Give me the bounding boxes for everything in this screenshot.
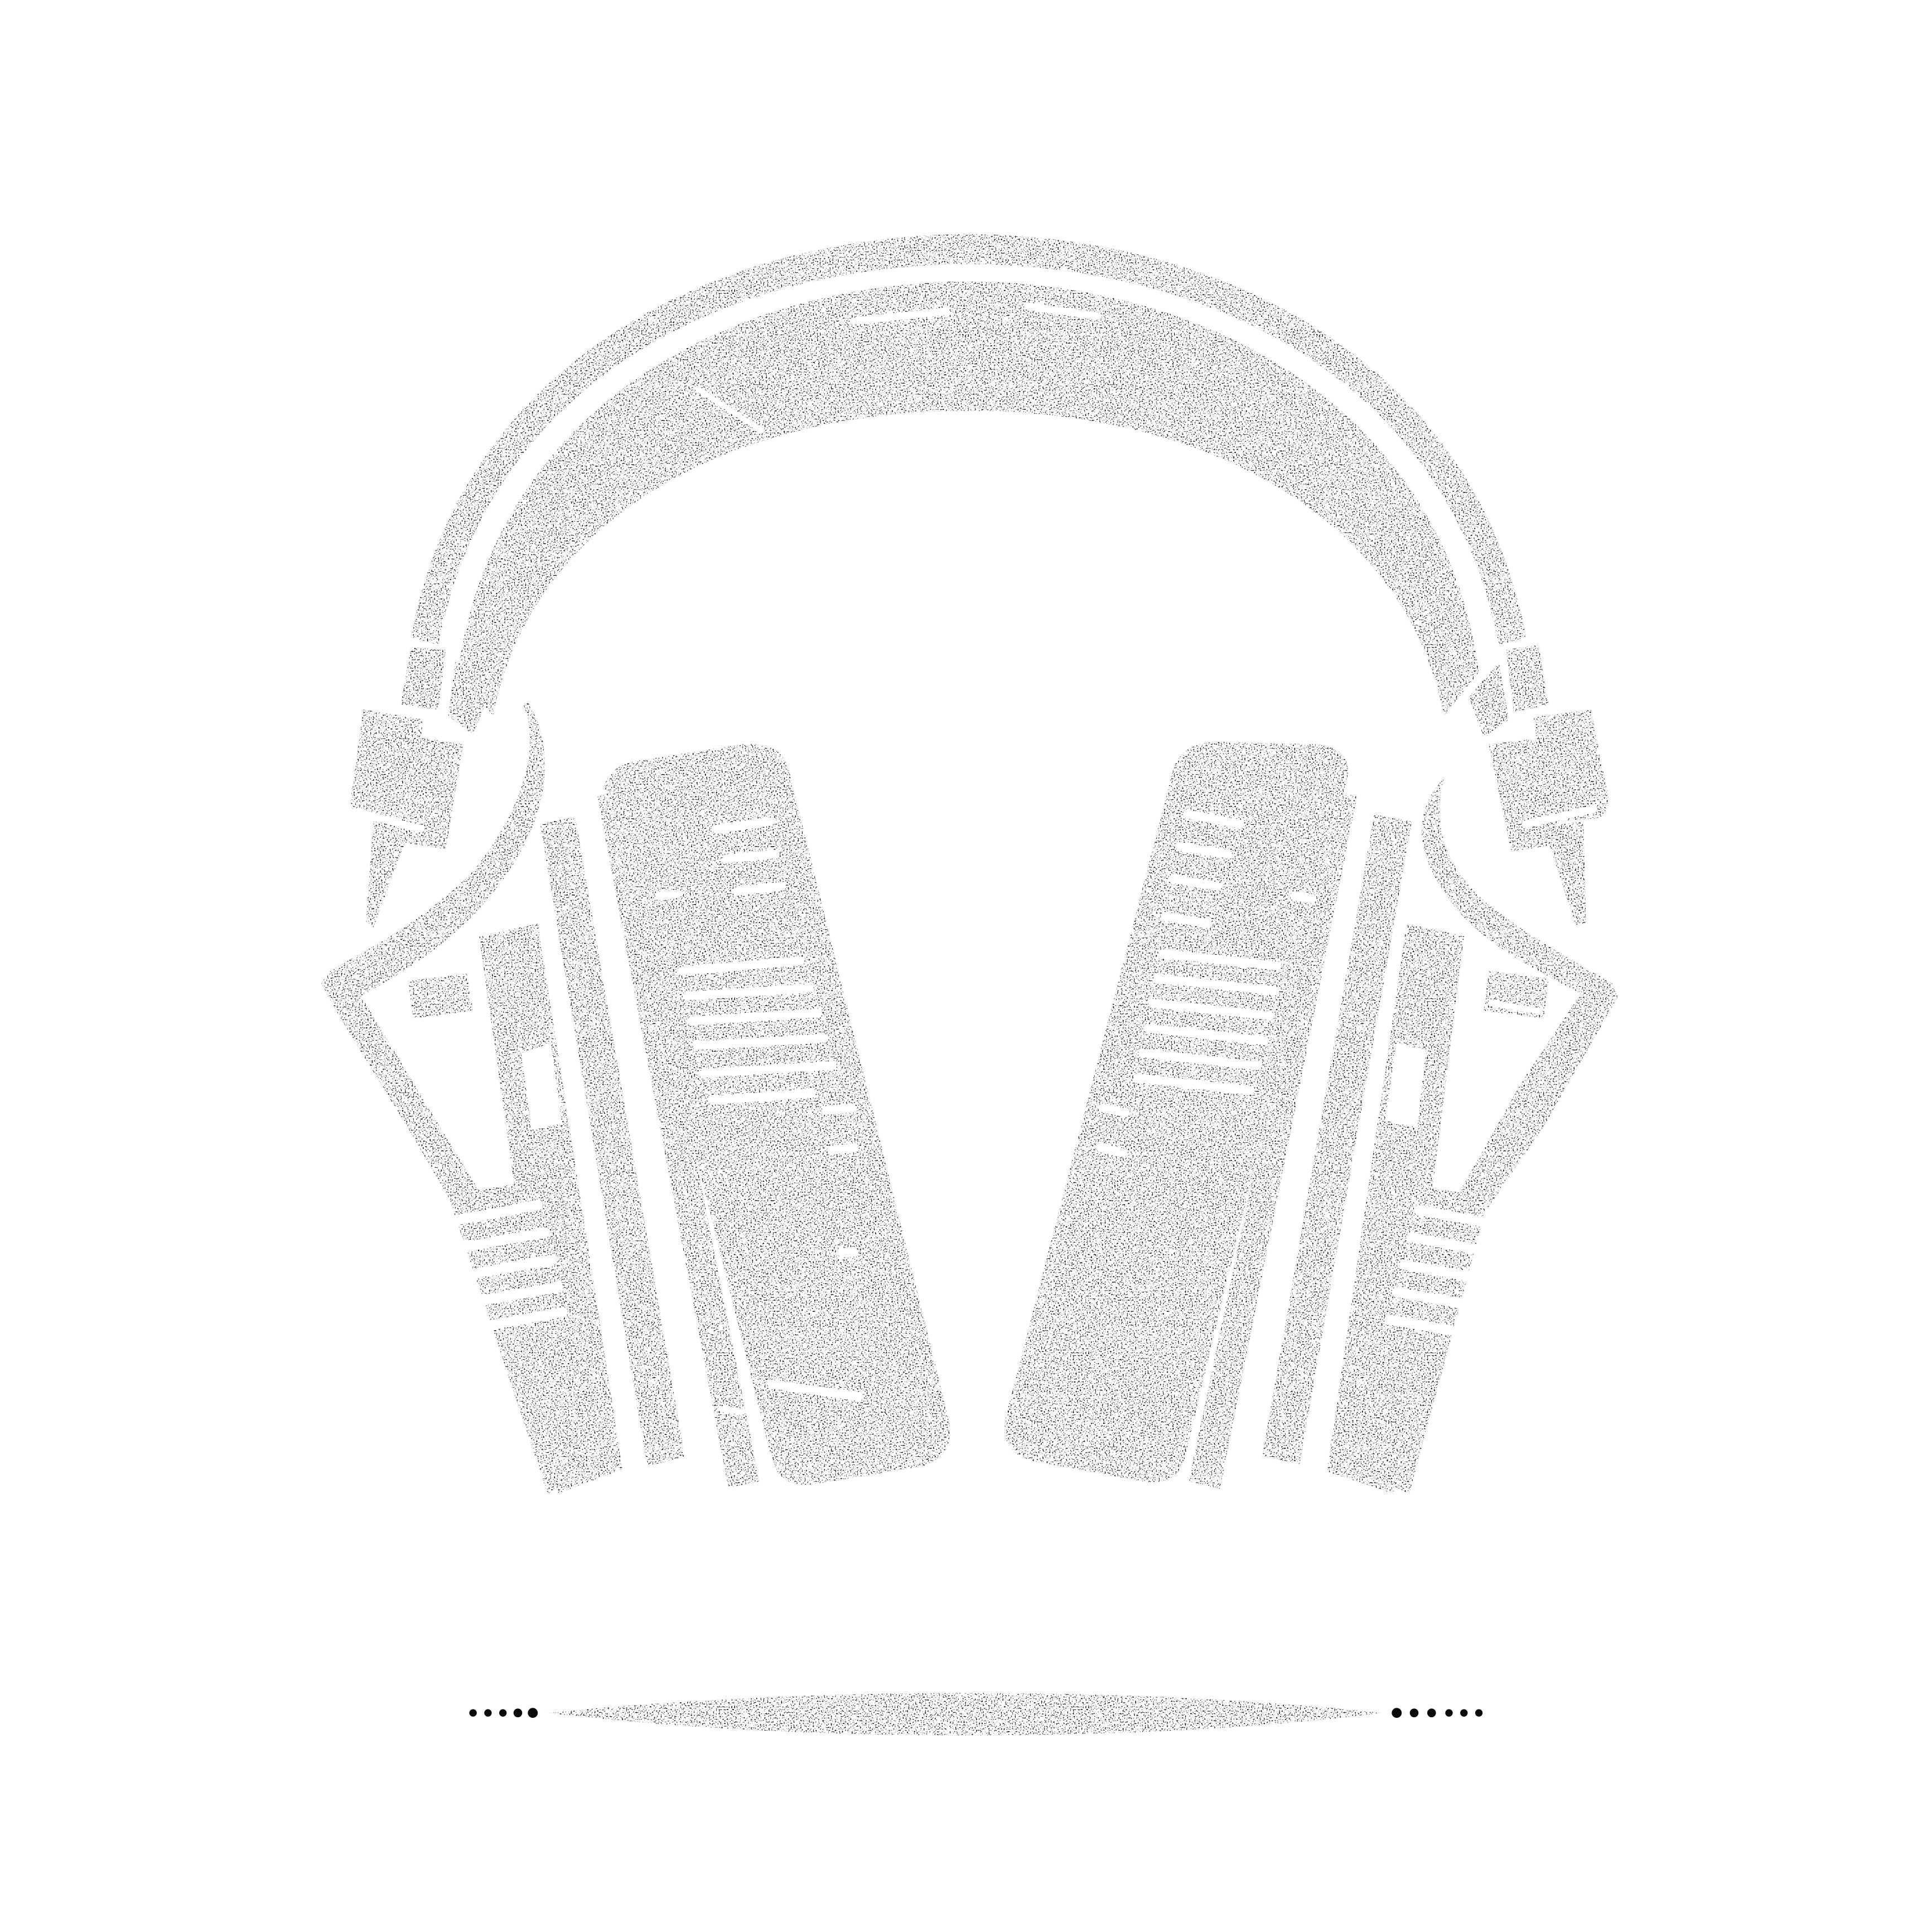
left-side-tab	[408, 973, 474, 1018]
left-yoke-arm	[321, 703, 545, 1214]
left-yoke-clip-lower	[395, 734, 463, 849]
floor-shadow-dots	[469, 1708, 1483, 1718]
right-grip	[1327, 924, 1464, 1494]
right-book-page-lines	[1096, 809, 1317, 1157]
left-slider-block-top	[400, 647, 446, 710]
left-yoke-spike	[366, 822, 411, 928]
left-book-page-lines	[655, 817, 863, 1402]
headband-inner-band	[458, 281, 1479, 716]
right-grip-rings	[1384, 1205, 1504, 1340]
left-grip-rings	[453, 1200, 568, 1332]
right-slider-block-top	[1506, 645, 1549, 712]
right-cup-base	[1374, 1185, 1489, 1494]
left-grip	[479, 924, 622, 1494]
right-slider-block-mid	[1469, 662, 1509, 737]
right-yoke-spike	[1543, 822, 1586, 926]
left-big-book	[603, 744, 950, 1485]
left-book-spine-thin	[540, 817, 685, 1467]
right-book-spine-thin	[1262, 814, 1412, 1464]
right-big-book	[1004, 742, 1348, 1482]
right-yoke-arm	[1422, 777, 1619, 1214]
white-details	[352, 302, 1597, 1415]
left-slider-block-mid	[448, 659, 488, 735]
right-book-spine-medium	[1189, 789, 1357, 1489]
ink-layer	[321, 234, 1619, 1736]
left-cup-base	[448, 1182, 586, 1494]
floor-shadow	[548, 1693, 1382, 1736]
left-book-spine-medium	[597, 786, 760, 1488]
